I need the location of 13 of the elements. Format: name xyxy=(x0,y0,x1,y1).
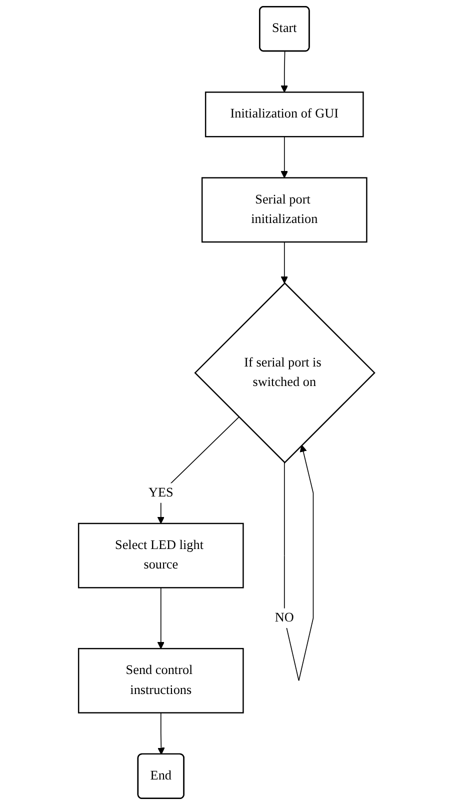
arrow xyxy=(280,136,288,178)
node-box xyxy=(201,177,368,243)
node-box xyxy=(204,92,364,138)
node-box xyxy=(78,648,244,714)
edge-label: NO xyxy=(274,610,294,625)
edge-label: YES xyxy=(148,486,174,500)
node-box xyxy=(78,522,244,588)
arrow xyxy=(280,242,288,284)
arrow xyxy=(284,444,314,682)
node-diamond xyxy=(194,282,376,464)
arrow xyxy=(157,587,164,649)
arrow xyxy=(158,712,165,755)
arrow xyxy=(280,51,288,93)
